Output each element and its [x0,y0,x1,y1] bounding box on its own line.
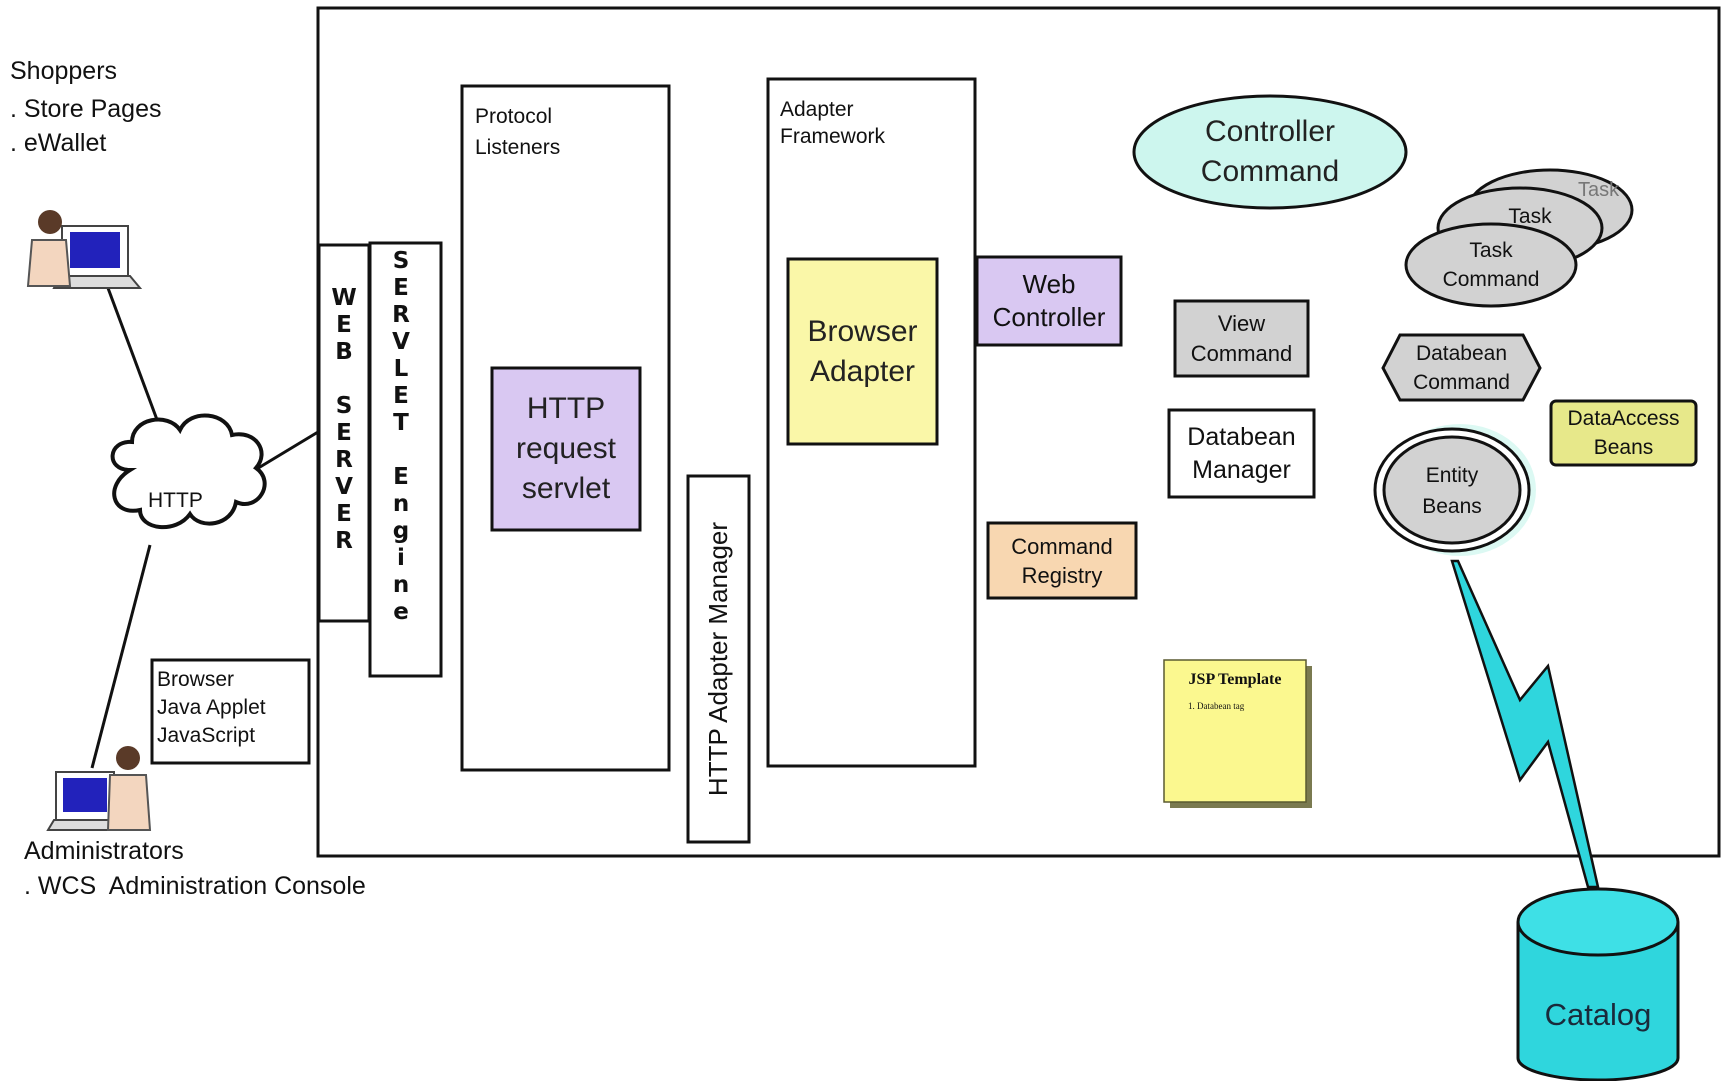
web-server-letter: S [335,393,353,419]
web-server-letter: V [335,474,353,500]
web-controller-label: Web Controller [992,269,1106,332]
web-controller-box [975,255,1123,347]
dataaccess-beans-label: DataAccess Beans [1567,407,1680,459]
protocol-listeners-label: Protocol Listeners [475,105,561,159]
http-cloud-label: HTTP [148,489,203,512]
servlet-engine-letter: T [393,410,409,436]
admin-to-cloud-line [90,544,152,769]
view-command-label: View Command [1190,310,1293,366]
shoppers-item-ewallet: . eWallet [10,129,107,157]
servlet-engine-letter: e [393,599,409,625]
databean-manager-box [1167,408,1316,499]
catalog-label: Catalog [1544,996,1652,1032]
client-technologies-box [150,658,311,765]
http-adapter-manager-box [686,474,751,844]
servlet-engine-letter: S [392,248,410,274]
controller-command-ellipse [1132,94,1408,210]
web-server-letter: E [336,312,352,338]
command-registry-label: Command Registry [1011,533,1113,588]
task-command-ellipse-front [1404,222,1578,308]
browser-adapter-box [786,257,939,446]
servlet-engine-letter: E [393,275,409,301]
web-server-box [317,243,371,623]
view-command-box [1173,299,1310,378]
dataaccess-beans-box [1549,399,1698,467]
administrator-person-icon [46,746,152,831]
databean-command-hexagon [1381,333,1542,402]
command-registry-box [986,521,1138,600]
adapter-framework-label: Adapter Framework [780,98,886,148]
cloud-to-webserver-line [254,430,319,472]
shoppers-item-store-pages: . Store Pages [10,95,162,123]
servlet-engine-letter: E [393,464,409,490]
task-command-label: Task Command [1442,239,1540,291]
http-request-servlet-box [490,366,642,532]
http-request-servlet-label: HTTP request servlet [515,392,617,505]
web-server-letter: R [335,447,353,473]
entity-beans-label: Entity Beans [1422,464,1482,518]
web-server-label: W E B S E R V E R [319,285,369,555]
controller-command-label: Controller Command [1200,115,1340,188]
web-server-letter: B [335,339,353,365]
entity-beans-inner-circle [1382,435,1522,545]
task-back-label: Task [1578,179,1620,201]
jsp-template-title: JSP Template [1188,671,1282,688]
task-mid-label: Task [1508,204,1552,228]
servlet-engine-box [368,241,443,678]
web-server-letter: E [336,501,352,527]
servlet-engine-letter: R [392,302,410,328]
databean-command-label: Databean Command [1413,341,1510,394]
http-cloud [110,413,267,530]
lightning-bolt-connector [1450,559,1600,889]
catalog-cylinder-top [1516,887,1680,957]
web-server-letter: R [335,528,353,554]
administrators-title: Administrators [24,837,184,865]
servlet-engine-letter: n [392,491,410,517]
servlet-engine-letter: g [392,518,410,544]
jsp-template-note-text: 1. Databean tag [1188,701,1245,711]
databean-manager-label: Databean Manager [1187,422,1296,484]
servlet-engine-letter: L [393,356,409,382]
administrators-item-console: . WCS Administration Console [24,872,366,900]
web-server-letter: E [336,420,352,446]
shopper-person-icon [26,210,143,289]
servlet-engine-label: S E R V L E T E n g i n e [370,248,432,626]
client-line-java-applet: Java Applet [157,696,266,719]
servlet-engine-letter: V [392,329,410,355]
client-line-browser: Browser [157,668,235,691]
catalog-cylinder-body [1516,922,1680,1081]
jsp-template-note [1163,659,1307,803]
browser-adapter-label: Browser Adapter [807,314,918,388]
shoppers-title: Shoppers [10,57,118,85]
servlet-engine-letter: n [392,572,410,598]
web-server-letter: W [331,285,357,311]
servlet-engine-letter: E [393,383,409,409]
servlet-engine-letter: i [397,545,405,571]
client-line-javascript: JavaScript [157,724,256,747]
http-adapter-manager-label: HTTP Adapter Manager [703,521,733,797]
